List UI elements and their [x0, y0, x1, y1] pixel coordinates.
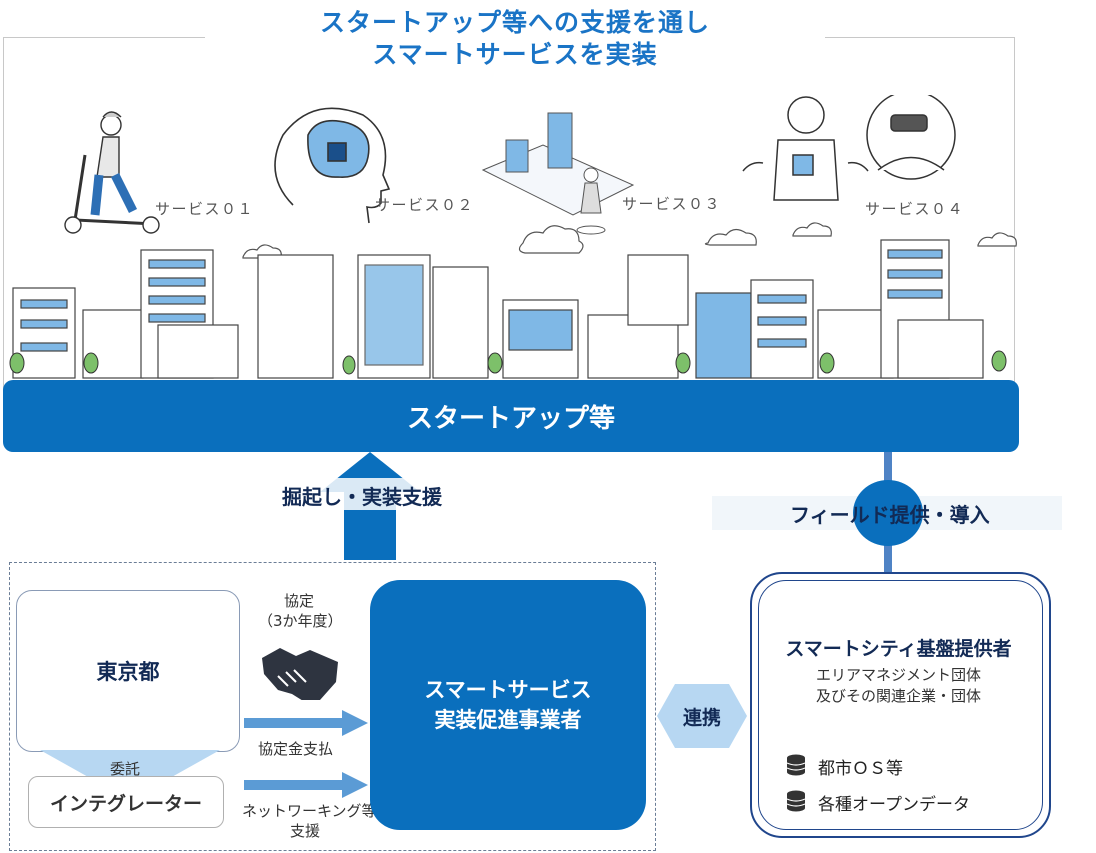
collab-label: 連携 — [682, 706, 721, 729]
provider-title: スマートシティ基盤提供者 — [785, 638, 1012, 660]
service-04-label: サービス０４ — [865, 200, 965, 218]
provider-item-1: 都市ＯＳ等 — [818, 759, 903, 779]
collab-connector — [657, 684, 747, 748]
service-01-label: サービス０１ — [155, 200, 255, 218]
consign-connector — [40, 750, 220, 778]
database-icon — [786, 790, 806, 812]
city-illustration — [9, 95, 1017, 379]
payment-label: 協定金支払 — [258, 740, 334, 758]
handshake-icon — [262, 648, 338, 700]
trees — [9, 350, 1007, 375]
page-title-line1: スタートアップ等への支援を通し — [319, 8, 710, 37]
provider-sub2: 及びその関連企業・団体 — [815, 687, 981, 705]
tokyo-label: 東京都 — [96, 660, 160, 684]
promoter-label-2: 実装促進事業者 — [434, 708, 582, 732]
vr-user-speech-bubble-icon — [866, 95, 956, 180]
service-02-label: サービス０２ — [375, 196, 475, 214]
field-connector-node — [853, 480, 923, 546]
ai-brain-head-icon — [274, 107, 391, 224]
page-title-line2: スマートサービスを実装 — [372, 40, 658, 69]
networking-label-2: 支援 — [290, 822, 321, 840]
buildings — [12, 239, 984, 379]
robot-icon — [742, 96, 869, 201]
consign-label: 委託 — [110, 760, 141, 778]
provider-item-2: 各種オープンデータ — [818, 795, 970, 815]
promoter-label-1: スマートサービス — [424, 678, 592, 702]
service-03-label: サービス０３ — [622, 195, 722, 213]
integrator-box: インテグレーター — [28, 776, 224, 828]
field-link-label: フィールド提供・導入 — [790, 503, 990, 527]
scooter-rider-icon — [64, 111, 160, 234]
provider-sub1: エリアマネジメント団体 — [815, 666, 981, 684]
agreement-period-label: （3か年度） — [258, 612, 343, 630]
networking-label: ネットワーキング等 — [242, 802, 377, 820]
payment-arrow-icon — [244, 710, 368, 736]
agreement-label: 協定 — [284, 592, 315, 610]
program-region — [9, 562, 656, 851]
promoter-box: スマートサービス 実装促進事業者 — [370, 580, 646, 830]
title-background — [205, 20, 825, 60]
support-arrow-label: 掘起し・実装支援 — [282, 485, 442, 509]
networking-arrow-icon — [244, 772, 368, 798]
integrator-label: インテグレーター — [49, 792, 202, 815]
database-icon — [786, 754, 806, 776]
startup-bar: スタートアップ等 — [3, 380, 1019, 452]
smart-city-grid-icon — [481, 112, 635, 235]
tokyo-box: 東京都 — [16, 590, 240, 752]
